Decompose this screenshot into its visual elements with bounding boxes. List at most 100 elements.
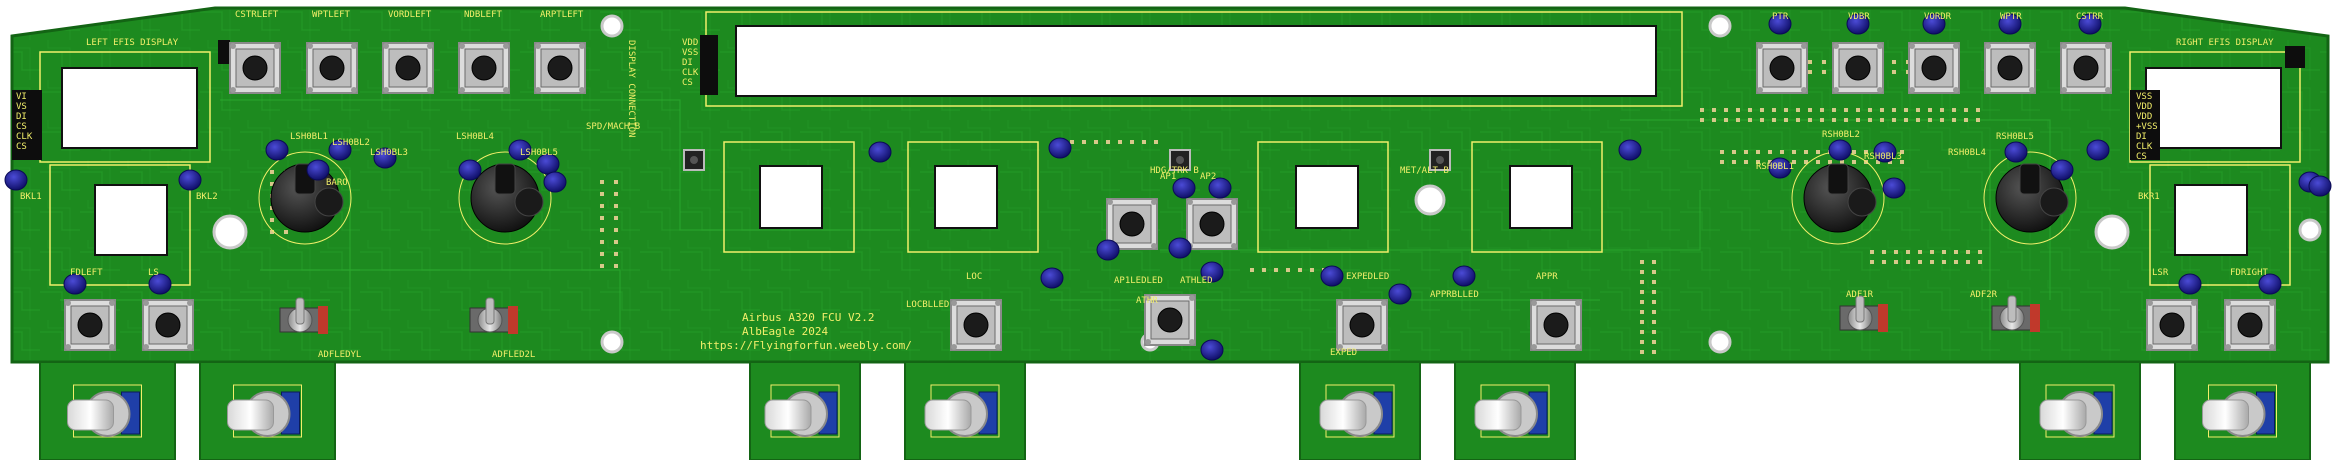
solder-pad [1904,108,1908,112]
btn-fd-left-cap [77,312,103,338]
button-pin [274,87,280,93]
button-pin [187,300,193,306]
solder-pad [614,228,618,232]
solder-pad [600,180,604,184]
button-pin [1531,344,1537,350]
solder-pad [270,170,274,174]
blue-led [2086,139,2110,161]
pin-label: +VSS [2136,122,2158,132]
spd-mach-label: SPD/MACH B [586,122,641,132]
solder-pad [1652,260,1656,264]
solder-pad [1906,260,1910,264]
solder-pad [1880,118,1884,122]
solder-pad [1652,320,1656,324]
ap-led-label: AP1LEDLED [1114,276,1163,286]
toggle-red-tab [318,306,328,334]
blue-led [1048,137,1072,159]
small-right-label-3: RSH0BL4 [1948,148,1986,158]
solder-pad [1298,268,1302,272]
solder-pad [1978,250,1982,254]
pin-label: CLK [2136,142,2153,152]
solder-pad [1724,108,1728,112]
solder-pad [1772,118,1776,122]
solder-pad [1918,260,1922,264]
small-left-label-9: ADFLED2L [492,350,536,360]
button-pin [2269,300,2275,306]
rotary-left-2-side [514,187,544,217]
button-label: FDRIGHT [2230,268,2268,278]
solder-pad [1720,160,1724,164]
solder-pad [1652,280,1656,284]
btn-ap2-cap [1199,211,1225,237]
solder-pad [1868,118,1872,122]
button-pin [351,87,357,93]
button-pin [995,344,1001,350]
solder-pad [1832,108,1836,112]
button-pin [1337,344,1343,350]
blue-led [2178,273,2202,295]
solder-pad [1772,108,1776,112]
met-alt-label: MET/ALT B [1400,166,1449,176]
solder-pad [1310,268,1314,272]
exped-led-label: EXPEDLED [1346,272,1390,282]
button-pin [503,43,509,49]
button-pin [1909,87,1915,93]
solder-pad [1640,260,1644,264]
btn-top-right-2-cap [1921,55,1947,81]
pin-label: CS [16,142,27,152]
ap1-label: AP1 [1160,172,1177,182]
small-left-label-5: BARO [326,178,348,188]
mini-button-cap [690,156,698,164]
solder-pad [1804,150,1808,154]
btn-exped-cap [1349,312,1375,338]
blue-led [1168,237,1192,259]
solder-pad [1142,140,1146,144]
loc-led-label: LOCBLLED [906,300,950,310]
button-pin [995,300,1001,306]
solder-pad [1918,250,1922,254]
btn-top-right-3-body [1990,48,2030,88]
solder-pad [1784,118,1788,122]
solder-pad [1780,150,1784,154]
board-url: https://Flyingforfun.weebly.com/ [700,339,912,352]
solder-pad [1816,150,1820,154]
button-pin [1381,300,1387,306]
btn-top-right-4-cap [2073,55,2099,81]
button-pin [1145,295,1151,301]
solder-pad [1892,70,1896,74]
solder-pad [1640,270,1644,274]
solder-pad [1732,150,1736,154]
solder-pad [1942,250,1946,254]
small-left-label-2: LSH0BL3 [370,148,408,158]
button-pin [143,300,149,306]
pcb-outline [10,6,2330,364]
blue-led [543,171,567,193]
solder-pad [1964,108,1968,112]
appr-led-label: APPRBLLED [1430,290,1479,300]
solder-pad [1640,280,1644,284]
button-pin [1833,43,1839,49]
pin-label: DI [16,112,27,122]
solder-pad [1856,108,1860,112]
solder-pad [600,204,604,208]
solder-pad [1736,108,1740,112]
button-pin [230,87,236,93]
button-label: VORDLEFT [388,10,432,20]
blue-led [1882,177,1906,199]
button-label: ARPTLEFT [540,10,584,20]
solder-pad [1640,310,1644,314]
rotary-left-1-outline [258,151,352,245]
solder-pad [1808,60,1812,64]
solder-pad [1954,260,1958,264]
pin-label: CLK [682,68,699,78]
button-label: LS [148,268,159,278]
blue-led [1200,261,1224,283]
solder-pad [600,240,604,244]
solder-pad [1868,108,1872,112]
btn-top-left-0-cap [242,55,268,81]
solder-pad [600,228,604,232]
solder-pad [1640,340,1644,344]
blue-led [1040,267,1064,289]
